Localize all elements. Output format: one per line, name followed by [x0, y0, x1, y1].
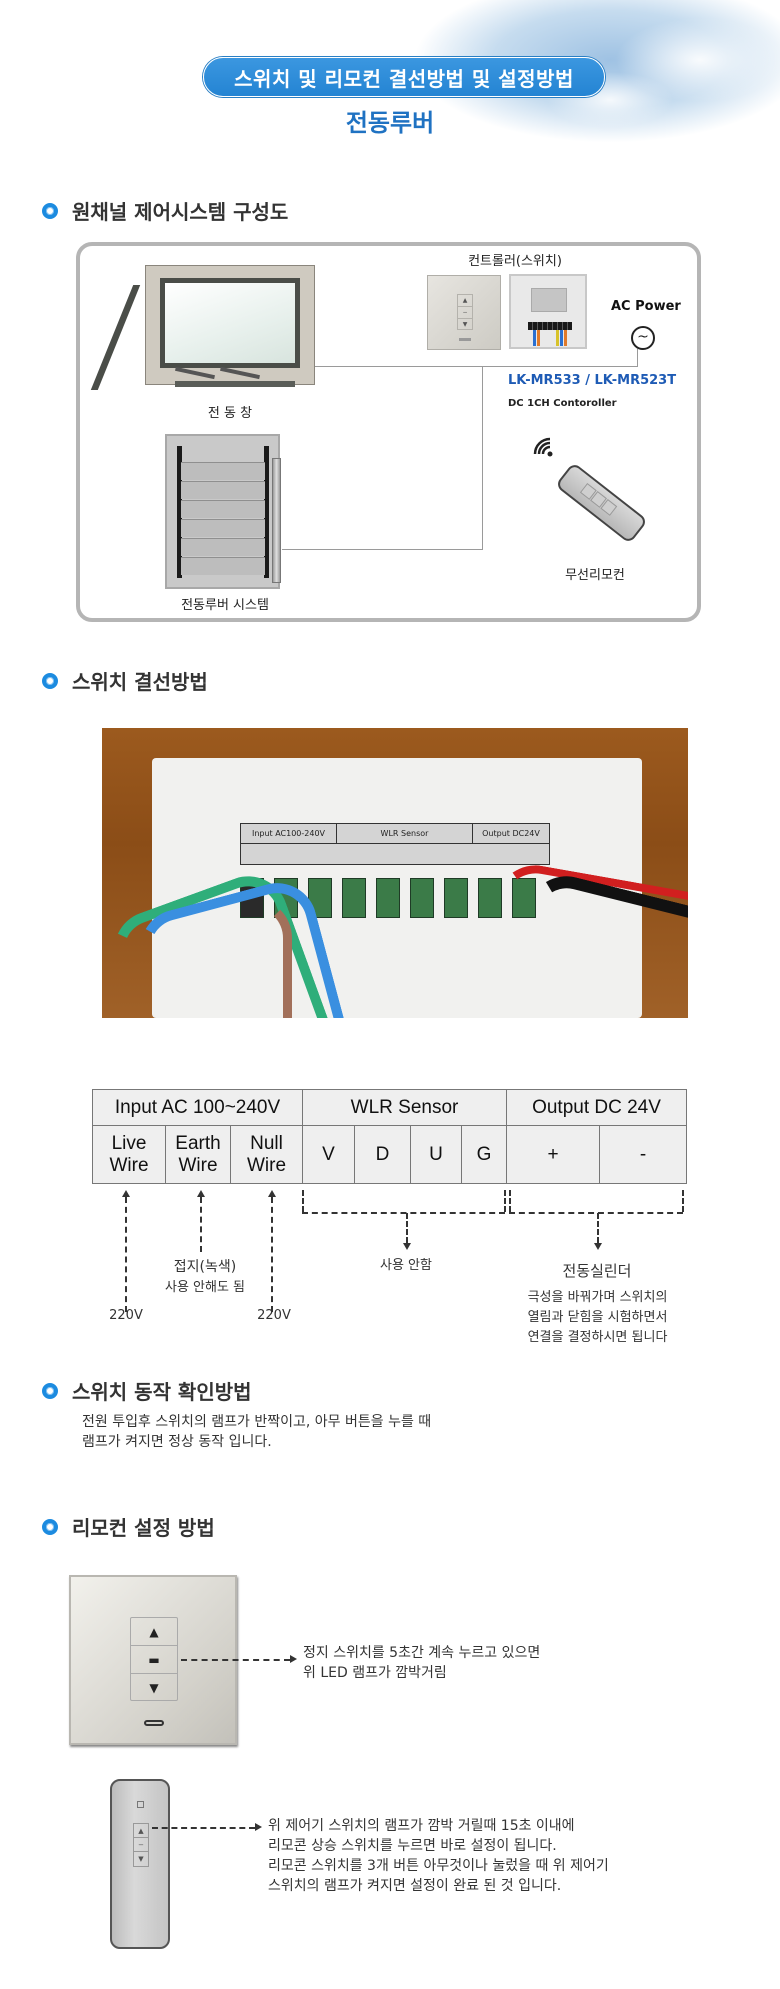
terminal-cell-v: V — [302, 1125, 355, 1184]
stop-icon: − — [134, 1838, 148, 1852]
connector-line — [637, 349, 638, 367]
photo-terminal-label: Input AC100-240V WLR Sensor Output DC24V — [240, 823, 550, 865]
dashed-line — [504, 1190, 506, 1212]
circle-bullet-icon — [42, 672, 58, 689]
stop-icon: ▬ — [131, 1646, 177, 1674]
down-arrow-icon: ▼ — [138, 1855, 144, 1863]
dashed-line — [152, 1827, 255, 1829]
section-heading-system: 원채널 제어시스템 구성도 — [42, 196, 288, 225]
check-text-line: 전원 투입후 스위치의 램프가 반짝이고, 아무 버튼을 누를 때 — [82, 1414, 432, 1430]
terminal-cell-minus: - — [599, 1125, 687, 1184]
window-actuator — [175, 381, 295, 387]
arrow-down-icon — [403, 1243, 411, 1250]
ac-power-label: AC Power — [611, 299, 681, 314]
dashed-line — [271, 1197, 273, 1312]
output-note-line: 연결을 결정하시면 됩니다 — [527, 1330, 668, 1345]
sensor-note: 사용 안함 — [380, 1258, 432, 1273]
step1-text-line: 위 LED 램프가 깜박거림 — [303, 1665, 447, 1681]
switch-wiring-photo: Input AC100-240V WLR Sensor Output DC24V — [102, 728, 688, 1018]
dashed-line — [682, 1190, 684, 1212]
live-voltage-note: 220V — [109, 1308, 143, 1323]
section-title: 스위치 동작 확인방법 — [72, 1380, 252, 1404]
null-voltage-note: 220V — [257, 1308, 291, 1323]
connector-line — [315, 366, 637, 367]
led-indicator-icon — [137, 1801, 144, 1808]
circle-bullet-icon — [42, 202, 58, 219]
section-heading-wiring: 스위치 결선방법 — [42, 666, 208, 695]
connector-line — [282, 549, 482, 550]
group-header-sensor: WLR Sensor — [302, 1089, 507, 1126]
down-arrow-icon: ▼ — [462, 321, 468, 328]
terminal-cell-plus: + — [505, 1125, 601, 1184]
section-heading-remote-setup: 리모컨 설정 방법 — [42, 1512, 215, 1541]
louver-system-image — [165, 434, 281, 589]
dashed-line — [597, 1213, 599, 1243]
arrow-up-icon — [122, 1190, 130, 1197]
terminal-cell-d: D — [354, 1125, 411, 1184]
stop-icon: − — [458, 307, 472, 319]
dashed-line — [125, 1197, 127, 1312]
output-note-line: 열림과 닫힘을 시험하면서 — [527, 1310, 668, 1325]
circle-bullet-icon — [42, 1382, 58, 1399]
earth-note-title: 접지(녹색) — [173, 1259, 237, 1275]
wireless-signal-icon — [533, 437, 553, 457]
circle-bullet-icon — [42, 1518, 58, 1535]
page-subtitle: 전동루버 — [345, 109, 435, 137]
arrow-up-icon — [197, 1190, 205, 1197]
led-lamp-icon — [144, 1720, 164, 1726]
dashed-line — [509, 1190, 511, 1212]
step2-text-line: 리모콘 상승 스위치를 누르면 바로 설정이 됩니다. — [268, 1838, 557, 1854]
group-header-output: Output DC 24V — [506, 1089, 687, 1126]
step2-text-line: 스위치의 램프가 켜지면 설정이 완료 된 것 입니다. — [268, 1878, 562, 1894]
louver-caption: 전동루버 시스템 — [181, 598, 269, 613]
controller-front-image: ▲ − ▼ — [427, 275, 501, 350]
check-text-line: 램프가 켜지면 정상 동작 입니다. — [82, 1434, 272, 1450]
up-arrow-icon: ▲ — [458, 295, 472, 307]
arrow-right-icon — [290, 1655, 297, 1663]
output-note-line: 극성을 바꿔가며 스위치의 — [527, 1290, 668, 1305]
connector-line — [482, 366, 483, 550]
controller-caption: 컨트롤러(스위치) — [468, 254, 562, 269]
dashed-line — [181, 1659, 290, 1661]
section-heading-check: 스위치 동작 확인방법 — [42, 1376, 252, 1405]
group-header-input: Input AC 100~240V — [92, 1089, 303, 1126]
dashed-line — [406, 1213, 408, 1243]
section-title: 스위치 결선방법 — [72, 670, 208, 694]
up-arrow-icon: ▲ — [134, 1824, 148, 1838]
output-note-title: 전동실린더 — [562, 1262, 632, 1280]
arrow-up-icon — [268, 1190, 276, 1197]
arrow-down-icon — [594, 1243, 602, 1250]
dashed-line — [302, 1190, 304, 1212]
up-arrow-icon: ▲ — [131, 1618, 177, 1646]
controller-back-image — [509, 274, 587, 349]
model-description: DC 1CH Contoroller — [508, 398, 617, 409]
arrow-right-icon — [255, 1823, 262, 1831]
page-title: 스위치 및 리모컨 결선방법 및 설정방법 — [203, 57, 605, 97]
terminal-table: Input AC 100~240V WLR Sensor Output DC 2… — [92, 1089, 687, 1184]
dashed-line — [509, 1212, 683, 1214]
model-label: LK-MR533 / LK-MR523T — [508, 373, 677, 388]
dashed-line — [200, 1197, 202, 1252]
window-caption: 전 동 창 — [207, 406, 253, 421]
step2-text-line: 위 제어기 스위치의 램프가 깜박 거릴때 15초 이내에 — [268, 1818, 575, 1834]
down-arrow-icon: ▼ — [149, 1681, 159, 1695]
dashed-line — [302, 1212, 505, 1214]
earth-note-sub: 사용 안해도 됨 — [164, 1280, 246, 1295]
step1-text-line: 정지 스위치를 5초간 계속 누르고 있으면 — [303, 1645, 541, 1661]
step2-text-line: 리모콘 스위치를 3개 버튼 아무것이나 눌렀을 때 위 제어기 — [268, 1858, 609, 1874]
remote-caption: 무선리모컨 — [565, 568, 625, 583]
ac-source-icon: ~ — [631, 326, 655, 350]
motorized-window-image — [145, 265, 315, 385]
terminal-cell-g: G — [461, 1125, 507, 1184]
hand-remote-image: ▲ − ▼ — [110, 1779, 170, 1949]
section-title: 원채널 제어시스템 구성도 — [72, 200, 289, 224]
terminal-cell-u: U — [410, 1125, 462, 1184]
section-title: 리모컨 설정 방법 — [72, 1516, 215, 1540]
